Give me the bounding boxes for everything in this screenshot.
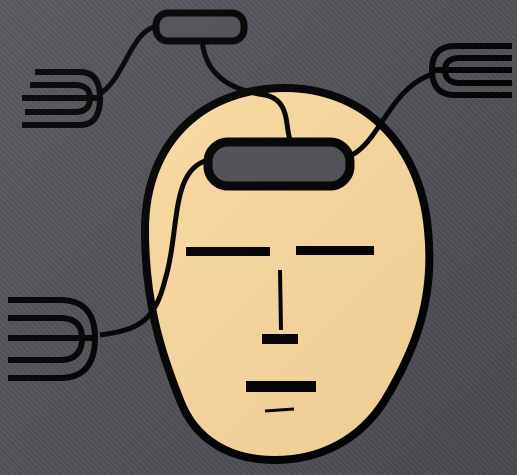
right-eye (296, 246, 374, 255)
nose-bridge (280, 270, 281, 330)
nose-base (262, 334, 298, 344)
forehead-capsule (208, 142, 350, 186)
upper-left-fork (22, 72, 100, 125)
connector-upper-left (98, 26, 158, 95)
chin-line (265, 409, 294, 411)
lower-left-fork (8, 300, 95, 378)
left-eye (186, 247, 270, 256)
upper-right-fork (432, 46, 512, 95)
top-capsule (156, 13, 244, 41)
mouth (246, 381, 316, 392)
